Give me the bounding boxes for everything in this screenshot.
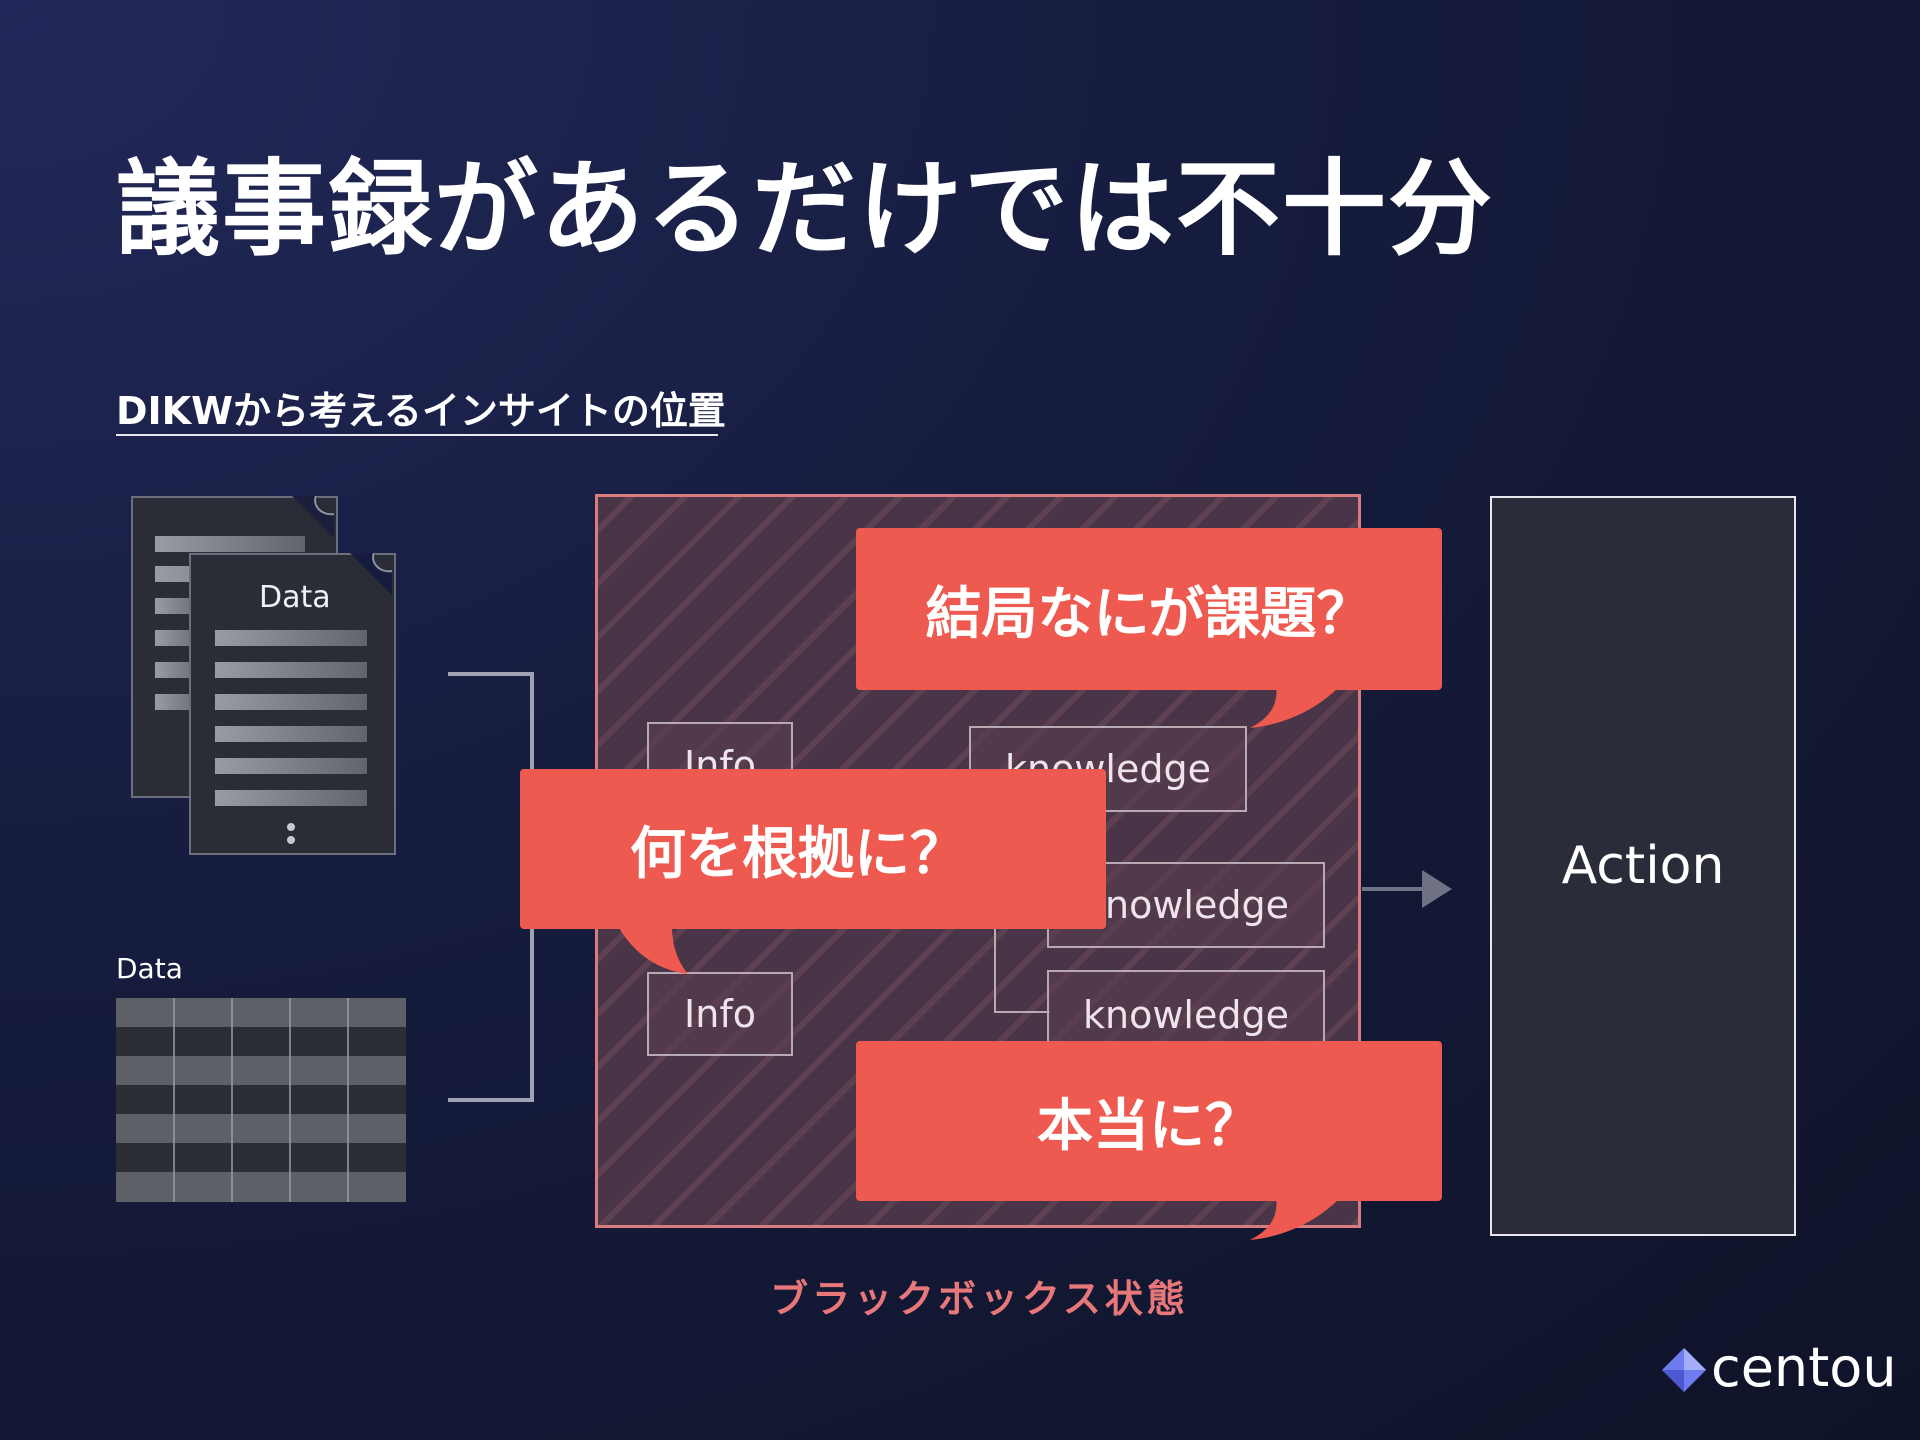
node-connector [994, 920, 1050, 1013]
bubble-tail [618, 926, 688, 974]
action-box: Action [1490, 496, 1796, 1236]
document-line [215, 694, 367, 710]
page-title: 議事録があるだけでは不十分 [116, 148, 1495, 270]
document-line [215, 758, 367, 774]
bubble-tail [1250, 686, 1340, 728]
question-bubble-issue: 結局なにが課題？ [856, 528, 1442, 690]
question-bubble-basis: 何を根拠に？ [520, 769, 1106, 929]
question-bubble-really: 本当に？ [856, 1041, 1442, 1201]
document-line [215, 790, 367, 806]
more-icon [280, 818, 302, 849]
info-node: Info [647, 972, 793, 1056]
centou-logo-icon [1662, 1348, 1706, 1392]
arrow-right-icon [1362, 870, 1452, 908]
page-fold-icon [292, 496, 334, 538]
document-line [215, 630, 367, 646]
document-line [215, 726, 367, 742]
blackbox-caption: ブラックボックス状態 [770, 1277, 1189, 1321]
bubble-tail [1250, 1198, 1340, 1240]
data-table-graphic [116, 998, 406, 1202]
document-line [155, 536, 305, 552]
brand-name: centou [1711, 1336, 1897, 1399]
document-line [215, 662, 367, 678]
section-subtitle: DIKWから考えるインサイトの位置 [116, 389, 726, 433]
page-fold-icon [350, 553, 392, 595]
subtitle-underline [116, 434, 718, 436]
table-data-label: Data [116, 952, 183, 985]
document-data-label: Data [259, 580, 331, 615]
